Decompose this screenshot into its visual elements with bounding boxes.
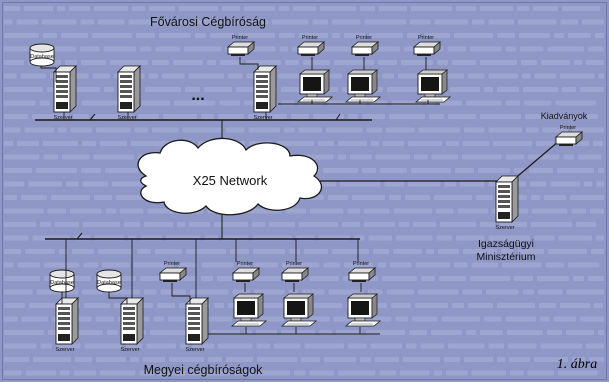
database-label: Database <box>30 54 54 60</box>
publications-printer: Printer <box>554 125 584 146</box>
bottom-printer-2: Printer <box>231 261 261 282</box>
bottom-server-3: Szerver <box>185 297 209 353</box>
top-server-2: Szerver <box>117 65 141 121</box>
bottom-db2-link <box>108 292 128 304</box>
printer-label: Printer <box>232 35 248 41</box>
bottom-database-2: Database <box>96 269 122 293</box>
device-connections <box>40 57 440 335</box>
top-group-title: Fővárosi Cégbíróság <box>150 15 266 29</box>
bottom-workstation-1 <box>230 293 268 327</box>
database-label: Database <box>97 280 121 286</box>
bottom-printer-4: Printer <box>347 261 377 282</box>
bottom-server-2: Szerver <box>120 297 144 353</box>
bottom-bus-stub <box>76 232 83 240</box>
server-label: Szerver <box>186 347 205 353</box>
top-server-3: Szerver <box>253 65 277 121</box>
bottom-workstation-3 <box>344 293 382 327</box>
server-label: Szerver <box>121 347 140 353</box>
ministry-server: Szerver <box>495 175 519 231</box>
top-printer-2: Printer <box>296 35 326 56</box>
top-database: Database <box>29 43 55 67</box>
ministry-label-line1: Igazságügyi <box>478 238 534 250</box>
server-label: Szerver <box>56 347 75 353</box>
bottom-printer-1: Printer <box>158 261 188 282</box>
publications-label: Kiadványok <box>541 111 588 121</box>
printer-label: Printer <box>356 35 372 41</box>
bottom-printer-3: Printer <box>280 261 310 282</box>
database-label: Database <box>50 280 74 286</box>
bottom-server-1: Szerver <box>55 297 79 353</box>
printer-label: Printer <box>418 35 434 41</box>
top-workstation-2 <box>344 69 382 103</box>
top-server-1: Szerver <box>53 65 77 121</box>
bottom-workstation-2 <box>280 293 318 327</box>
server-label: Szerver <box>54 115 73 121</box>
top-bus-stub-right <box>335 113 341 121</box>
printer-label: Printer <box>353 261 369 267</box>
ministry-label-line2: Minisztérium <box>477 251 536 263</box>
printer-label: Printer <box>237 261 253 267</box>
x25-network-cloud: X25 Network <box>137 137 322 216</box>
top-printer-4: Printer <box>412 35 442 56</box>
top-workstation-3 <box>414 69 452 103</box>
more-servers-ellipsis: ... <box>191 87 204 104</box>
bottom-database-1: Database <box>49 269 75 293</box>
top-printer-3: Printer <box>350 35 380 56</box>
top-printer-1: Printer <box>226 35 256 56</box>
top-bus-stub-left <box>89 113 96 121</box>
server-label: Szerver <box>254 115 273 121</box>
server-label: Szerver <box>118 115 137 121</box>
bottom-group-title: Megyei cégbíróságok <box>144 363 264 377</box>
figure-caption: 1. ábra <box>557 357 597 372</box>
bottom-printer-1-link <box>171 283 191 304</box>
printer-label: Printer <box>286 261 302 267</box>
server-label: Szerver <box>496 225 515 231</box>
network-label: X25 Network <box>193 173 268 188</box>
printer-label: Printer <box>560 125 576 131</box>
printer-label: Printer <box>302 35 318 41</box>
top-database-link <box>40 66 57 82</box>
top-workstation-1 <box>296 69 334 103</box>
top-printer-1-link <box>239 57 259 70</box>
printer-label: Printer <box>164 261 180 267</box>
